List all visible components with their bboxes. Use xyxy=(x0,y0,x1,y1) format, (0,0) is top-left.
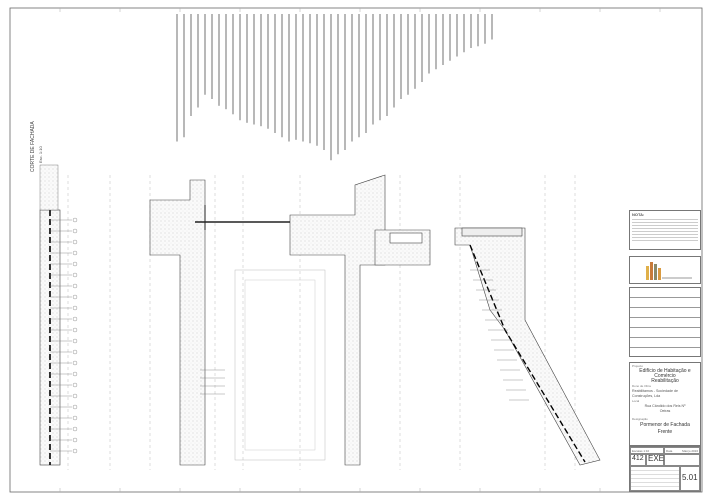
callout-bubble xyxy=(72,404,78,410)
callout-bubble xyxy=(72,316,78,322)
project-sub: Reabilitação xyxy=(651,378,679,384)
callout-bubble xyxy=(72,250,78,256)
notes-box: NOTA: xyxy=(629,210,701,250)
location-label: Local xyxy=(632,399,640,403)
section-title: CORTE DE FACHADA xyxy=(30,121,36,172)
project-info: Projecto Edifício de Habitação e Comérci… xyxy=(629,362,701,446)
callout-bubble xyxy=(72,261,78,267)
drawing-number: 5.01 xyxy=(680,466,700,491)
callout-bubble xyxy=(72,272,78,278)
callout-bubble xyxy=(72,283,78,289)
drawing-label: Designação xyxy=(632,417,648,421)
wall-section-middle xyxy=(149,174,431,466)
building-logo-icon xyxy=(646,262,692,280)
drawing-title: Pormenor de Fachada xyxy=(640,422,690,428)
annotation-notes xyxy=(176,14,493,161)
phase: EXE xyxy=(646,454,664,466)
callout-bubble xyxy=(72,426,78,432)
date-label: Data xyxy=(666,449,673,453)
location-city: Oeiras xyxy=(659,409,671,413)
callout-bubble xyxy=(72,327,78,333)
client-label: Dono de Obra xyxy=(632,384,651,388)
project-name: Edifício de Habitação e Comércio xyxy=(639,368,691,379)
callout-bubble xyxy=(72,349,78,355)
callout-bubble xyxy=(72,360,78,366)
note-text-lines xyxy=(632,217,698,243)
sheet-border xyxy=(9,7,703,493)
wall-section-right xyxy=(454,227,601,466)
callout-bubble xyxy=(72,437,78,443)
callout-bubble xyxy=(72,338,78,344)
sheet-number: 412 xyxy=(630,454,646,466)
scale: 1:10 xyxy=(643,449,650,453)
revisions-box xyxy=(629,287,701,357)
project-label: Projecto xyxy=(632,364,644,368)
client-name: Reabilitamos - Sociedade de Construções,… xyxy=(632,389,678,398)
callout-bubble xyxy=(72,239,78,245)
callout-bubble xyxy=(72,371,78,377)
callout-bubble xyxy=(72,393,78,399)
callout-bubble xyxy=(72,217,78,223)
callout-bubble xyxy=(72,228,78,234)
callout-bubble xyxy=(72,382,78,388)
location: Rua Cândido dos Reis Nº xyxy=(644,404,686,408)
callout-bubble xyxy=(72,448,78,454)
section-scale: Esc. 1:10 xyxy=(38,146,43,163)
note-heading: NOTA: xyxy=(632,212,645,217)
sheet-info: Escalas 1:10 Data Março 2016 412 EXE 5.0… xyxy=(629,446,701,492)
drawing-subtitle: Frente xyxy=(657,429,673,435)
scale-label: Escalas xyxy=(632,449,643,453)
wall-section-left xyxy=(39,164,61,466)
date: Março 2016 xyxy=(682,449,698,453)
company-logo xyxy=(629,256,701,284)
callout-bubble xyxy=(72,294,78,300)
callout-bubble xyxy=(72,305,78,311)
callout-bubble xyxy=(72,415,78,421)
